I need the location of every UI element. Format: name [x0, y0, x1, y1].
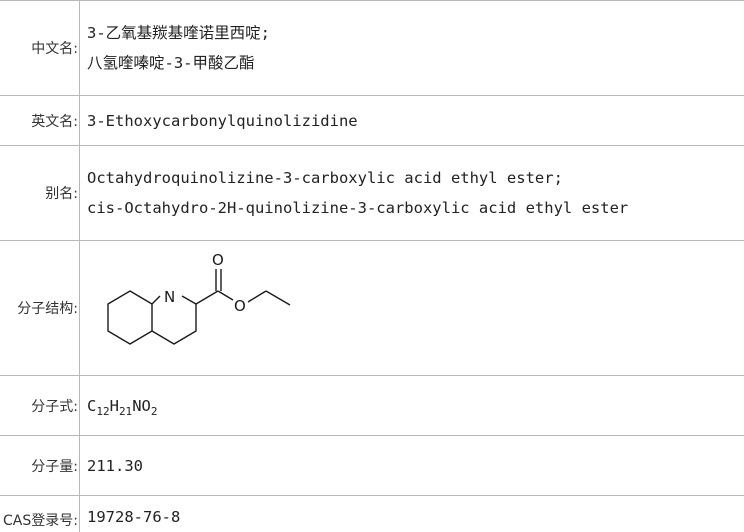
formula-value: C12H21NO2 [87, 376, 744, 435]
formula-h: H [109, 396, 119, 415]
right-ring [151, 304, 197, 345]
formula-no: NO [132, 396, 151, 415]
weight-text: 211.30 [87, 456, 143, 475]
formula-h-count: 21 [118, 404, 133, 418]
cas-text: 19728-76-8 [87, 508, 181, 526]
chinese-name-line-2: 八氢喹嗪啶-3-甲酸乙酯 [87, 54, 255, 72]
formula-o-count: 2 [150, 404, 158, 418]
alias-label: 别名: [0, 146, 80, 240]
cas-label: CAS登录号: [0, 496, 80, 532]
chinese-name-line-1: 3-乙氧基羰基喹诺里西啶; [87, 24, 270, 42]
row-cas: CAS登录号: 19728-76-8 [0, 496, 744, 532]
atom-n: N [164, 288, 175, 306]
atom-o-carbonyl: O [212, 251, 224, 269]
formula-text: C12H21NO2 [87, 391, 744, 421]
formula-c: C [87, 396, 97, 415]
alias-line-1: Octahydroquinolizine-3-carboxylic acid e… [87, 169, 563, 187]
row-chinese-name: 中文名: 3-乙氧基羰基喹诺里西啶; 八氢喹嗪啶-3-甲酸乙酯 [0, 1, 744, 96]
english-name-text: 3-Ethoxycarbonylquinolizidine [87, 111, 358, 130]
chinese-name-value: 3-乙氧基羰基喹诺里西啶; 八氢喹嗪啶-3-甲酸乙酯 [87, 1, 744, 95]
english-name-label: 英文名: [0, 96, 80, 145]
bond-ring-to-carbonyl [195, 290, 219, 305]
english-name-value: 3-Ethoxycarbonylquinolizidine [87, 96, 744, 145]
row-alias: 别名: Octahydroquinolizine-3-carboxylic ac… [0, 146, 744, 241]
chinese-name-label: 中文名: [0, 1, 80, 95]
bond-c-o-ester [217, 290, 234, 301]
cas-value: 19728-76-8 [87, 496, 744, 532]
bond-o-ch2 [247, 290, 267, 303]
structure-label: 分子结构: [0, 241, 80, 375]
weight-value: 211.30 [87, 436, 744, 495]
bond-n-left [151, 295, 161, 305]
weight-label: 分子量: [0, 436, 80, 495]
row-formula: 分子式: C12H21NO2 [0, 376, 744, 436]
formula-c-count: 12 [96, 404, 110, 418]
bond-n-right [181, 295, 197, 305]
left-ring [107, 290, 153, 345]
alias-value: Octahydroquinolizine-3-carboxylic acid e… [87, 146, 744, 240]
bond-ch2-ch3 [265, 290, 291, 306]
atom-o-ester: O [234, 297, 246, 315]
alias-line-2: cis-Octahydro-2H-quinolizine-3-carboxyli… [87, 199, 629, 217]
formula-label: 分子式: [0, 376, 80, 435]
row-weight: 分子量: 211.30 [0, 436, 744, 496]
molecule-structure-image: N O O [107, 251, 291, 345]
row-structure: 分子结构: N O O [0, 241, 744, 376]
row-english-name: 英文名: 3-Ethoxycarbonylquinolizidine [0, 96, 744, 146]
